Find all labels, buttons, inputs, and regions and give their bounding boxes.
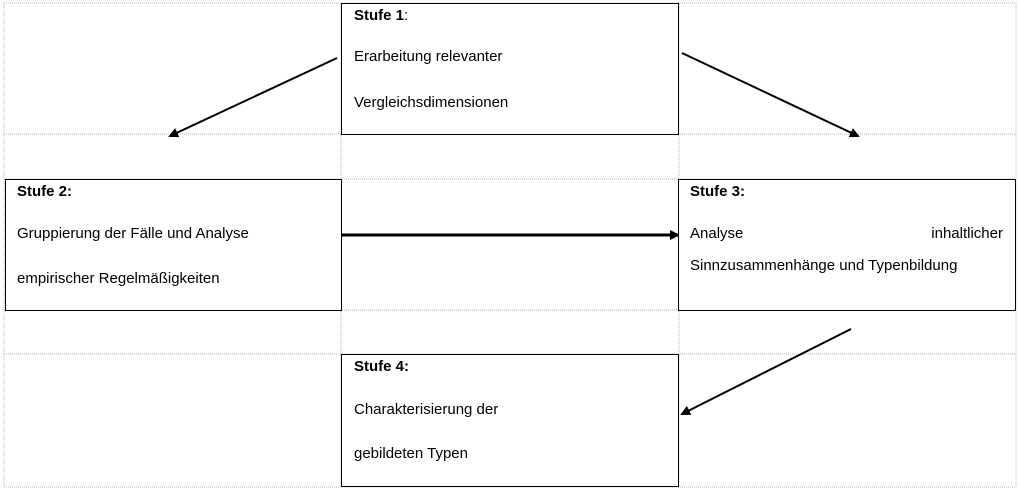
stage-text-line: Gruppierung der Fälle und Analyse [17, 225, 249, 242]
stage-text-line: Charakterisierung der [354, 401, 499, 418]
stage-box-3: Stufe 3: Analyse inhaltlicher Sinnzusamm… [678, 179, 1016, 311]
stage-title-text: Stufe 1 [354, 7, 405, 24]
stage-text-word: inhaltlicher [931, 225, 1003, 242]
stage-title: Stufe 3: [690, 183, 746, 200]
stage-title: Stufe 1: [354, 7, 408, 24]
arrow-stufe1-to-stufe2 [168, 57, 338, 138]
stage-title-colon: : [404, 7, 409, 24]
stage-text-line: Vergleichsdimensionen [354, 94, 509, 111]
stage-title: Stufe 4: [354, 358, 410, 375]
stage-text-line: Erarbeitung relevanter [354, 48, 503, 65]
stage-box-1: Stufe 1: Erarbeitung relevanter Vergleic… [341, 3, 679, 135]
stage-box-4: Stufe 4: Charakterisierung der gebildete… [341, 354, 679, 487]
arrow-stufe3-to-stufe4 [680, 328, 852, 415]
stage-box-2: Stufe 2: Gruppierung der Fälle und Analy… [5, 179, 342, 311]
stage-text-line: Analyse inhaltlicher [690, 225, 1003, 242]
stage-title: Stufe 2: [17, 183, 73, 200]
stage-text-line: Sinnzusammenhänge und Typenbildung [690, 257, 958, 274]
stage-text-line: empirischer Regelmäßigkeiten [17, 270, 220, 287]
stage-text-line: gebildeten Typen [354, 445, 468, 462]
arrow-stufe1-to-stufe3 [681, 52, 860, 138]
stage-text-word: Analyse [690, 225, 744, 242]
